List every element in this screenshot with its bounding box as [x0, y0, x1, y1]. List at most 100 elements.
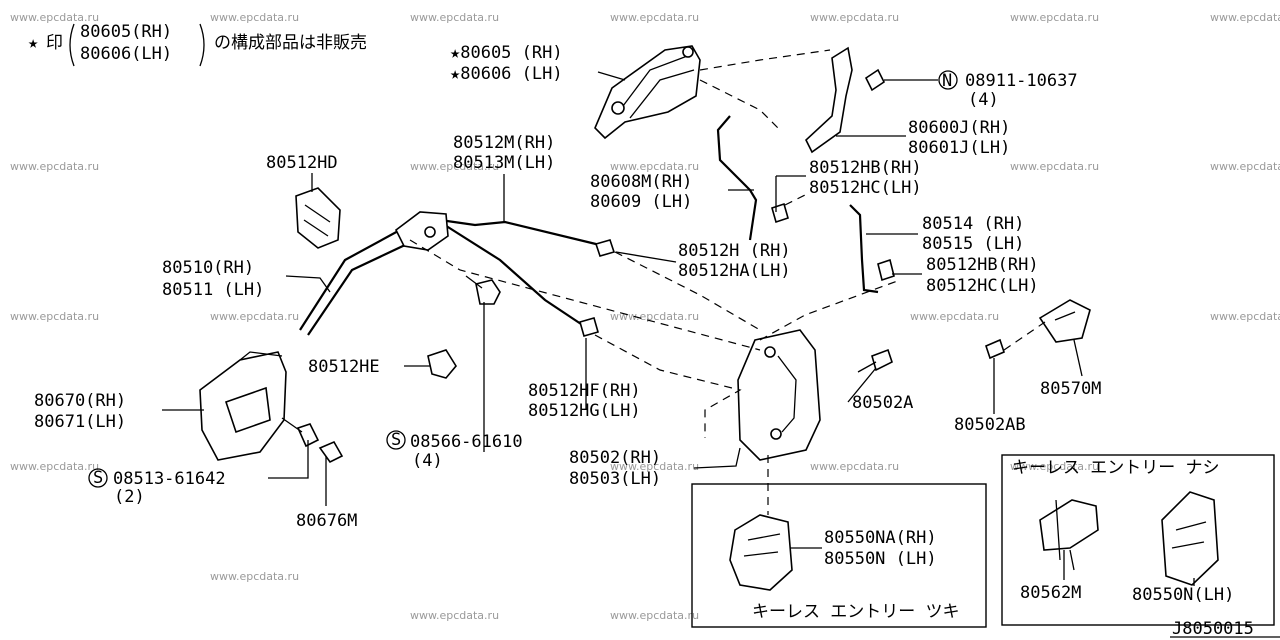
watermark: www.epcdata.ru	[1210, 11, 1280, 24]
label-screw-80502a: 80502A	[852, 393, 913, 413]
label-striker-80570m: 80570M	[1040, 379, 1101, 399]
label-escutcheon-80676m: 80676M	[296, 511, 357, 531]
watermark: www.epcdata.ru	[1210, 310, 1280, 323]
leader-lines	[162, 71, 1195, 586]
label-keyless-entry-with: キーレス エントリー ツキ	[752, 602, 959, 622]
note-star: ★	[28, 33, 38, 53]
label-nut-number: 08911-10637	[965, 71, 1078, 91]
clip-80512hb-lower	[877, 258, 895, 282]
rod-80510-b	[307, 244, 406, 336]
label-clip-80512hc-lower-lh: 80512HC(LH)	[926, 276, 1039, 296]
watermark: www.epcdata.ru	[210, 570, 299, 583]
screw-80502ab-part	[985, 338, 1005, 360]
watermark: www.epcdata.ru	[1010, 11, 1099, 24]
n-symbol: N	[942, 71, 952, 91]
watermark: www.epcdata.ru	[410, 11, 499, 24]
label-inside-handle-rh: 80670(RH)	[34, 391, 126, 411]
label-clip-80512he: 80512HE	[308, 357, 380, 377]
watermark: www.epcdata.ru	[910, 310, 999, 323]
s-symbol: S	[93, 468, 103, 488]
door-lock-part	[737, 329, 821, 461]
label-clip-80512hf-rh: 80512HF(RH)	[528, 381, 641, 401]
actuator-80562m-part	[1039, 499, 1099, 571]
watermark: www.epcdata.ru	[1010, 460, 1099, 473]
label-keyless-entry-without: キーレス エントリー ナシ	[1012, 458, 1219, 478]
keyless-with-box	[691, 483, 987, 628]
watermark: www.epcdata.ru	[610, 609, 699, 622]
watermark: www.epcdata.ru	[10, 11, 99, 24]
label-rod-80511-lh: 80511 (LH)	[162, 280, 264, 300]
label-bolt-08566: 08566-61610	[410, 432, 523, 452]
note-mark: 印	[46, 33, 63, 53]
watermark: www.epcdata.ru	[610, 11, 699, 24]
outside-handle-part	[594, 45, 701, 140]
s-symbol-circle	[88, 468, 108, 488]
rod-80608m	[716, 115, 758, 241]
label-sash-rh: 80600J(RH)	[908, 118, 1010, 138]
label-actuator-80550n-lh-2: 80550N(LH)	[1132, 585, 1234, 605]
label-clip-80512ha-lh: 80512HA(LH)	[678, 261, 791, 281]
label-inside-handle-lh: 80671(LH)	[34, 412, 126, 432]
label-actuator-80550na-rh: 80550NA(RH)	[824, 528, 937, 548]
watermark: www.epcdata.ru	[610, 460, 699, 473]
label-screw-80502ab: 80502AB	[954, 415, 1026, 435]
screw-80502a-part	[857, 348, 893, 373]
label-actuator-80550n-lh: 80550N (LH)	[824, 549, 937, 569]
rod-80510	[299, 229, 401, 331]
clip-80512h	[594, 239, 616, 257]
inside-handle-part	[199, 351, 287, 461]
label-rod-80513m-lh: 80513M(LH)	[453, 153, 555, 173]
note-close-paren	[199, 23, 205, 67]
watermark: www.epcdata.ru	[10, 310, 99, 323]
label-bolt-08513-qty: (2)	[114, 487, 145, 507]
label-clip-80512h-rh: 80512H (RH)	[678, 241, 791, 261]
label-rod-80515-lh: 80515 (LH)	[922, 234, 1024, 254]
clip-80512he	[427, 349, 457, 379]
label-clip-80512hb-rh: 80512HB(RH)	[809, 158, 922, 178]
assembly-dashed-lines	[409, 49, 1046, 515]
note-open-paren	[69, 23, 75, 67]
s-symbol: S	[391, 430, 401, 450]
keyless-without-box	[1001, 454, 1275, 626]
rod-80512m	[439, 218, 601, 247]
clip-80512hf	[579, 317, 599, 337]
escutcheon-80676m-part	[318, 440, 344, 464]
watermark-layer: www.epcdata.ru www.epcdata.ru www.epcdat…	[10, 11, 1280, 622]
label-clip-80512hc-lh: 80512HC(LH)	[809, 178, 922, 198]
non-sale-note: ★ 印 80605(RH) 80606(LH) の構成部品は非販売	[28, 22, 367, 67]
watermark: www.epcdata.ru	[10, 460, 99, 473]
n-symbol-circle	[938, 70, 958, 90]
label-door-lock-lh: 80503(LH)	[569, 469, 661, 489]
label-clip-80512hb-lower-rh: 80512HB(RH)	[926, 255, 1039, 275]
watermark: www.epcdata.ru	[10, 160, 99, 173]
watermark: www.epcdata.ru	[410, 609, 499, 622]
actuator-80550na-part	[729, 514, 793, 591]
label-rod-80514-rh: 80514 (RH)	[922, 214, 1024, 234]
label-clip-80512hg-lh: 80512HG(LH)	[528, 401, 641, 421]
watermark: www.epcdata.ru	[410, 160, 499, 173]
part-labels: ★80605 (RH) ★80606 (LH) N 08911-10637 (4…	[34, 43, 1254, 639]
bolt-08566-part	[465, 275, 501, 305]
clip-80512hb	[771, 202, 789, 224]
diagram-code: J8050015	[1172, 619, 1254, 639]
watermark: www.epcdata.ru	[610, 310, 699, 323]
watermark: www.epcdata.ru	[810, 11, 899, 24]
label-outside-handle-rh: ★80605 (RH)	[450, 43, 563, 63]
label-nut-qty: (4)	[968, 90, 999, 110]
striker-80570m-part	[1038, 299, 1091, 343]
label-door-lock-rh: 80502(RH)	[569, 448, 661, 468]
watermark: www.epcdata.ru	[1010, 160, 1099, 173]
label-bolt-08513: 08513-61642	[113, 469, 226, 489]
sash-bracket-part	[805, 46, 886, 154]
label-clip-80512hd: 80512HD	[266, 153, 338, 173]
label-rod-80510-rh: 80510(RH)	[162, 258, 254, 278]
label-rod-80608m-rh: 80608M(RH)	[590, 172, 692, 192]
label-rod-80609-lh: 80609 (LH)	[590, 192, 692, 212]
watermark: www.epcdata.ru	[610, 160, 699, 173]
label-sash-lh: 80601J(LH)	[908, 138, 1010, 158]
watermark: www.epcdata.ru	[210, 310, 299, 323]
screw-08513-part	[281, 417, 320, 448]
watermark: www.epcdata.ru	[810, 460, 899, 473]
label-outside-handle-lh: ★80606 (LH)	[450, 64, 563, 84]
